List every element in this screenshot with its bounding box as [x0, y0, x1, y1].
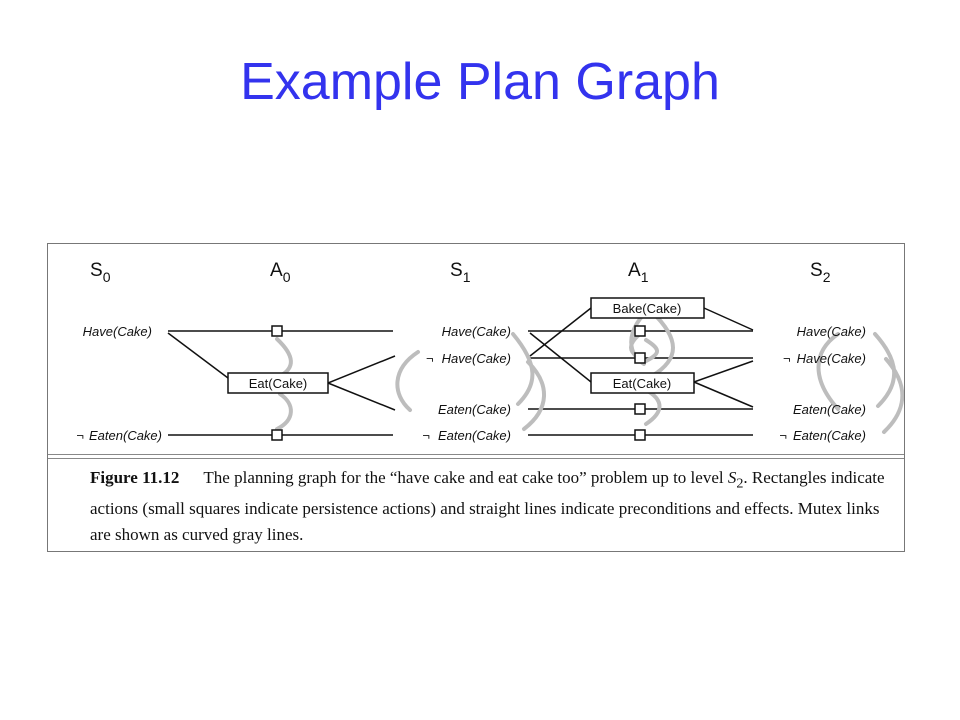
persistence-square [634, 403, 646, 415]
action-eat-a0: Eat(Cake) [227, 372, 329, 394]
literal-s1-have: Have(Cake) [442, 324, 511, 339]
action-label: Eat(Cake) [613, 376, 672, 391]
action-label: Bake(Cake) [613, 301, 682, 316]
literal-s2-have: Have(Cake) [797, 324, 866, 339]
literal-s2-not-eaten: ¬Eaten(Cake) [779, 428, 866, 443]
a0-edges [167, 330, 396, 436]
literal-s1-eaten: Eaten(Cake) [438, 402, 511, 417]
persistence-actions [271, 325, 646, 441]
caption-text: The planning graph for the “have cake an… [203, 468, 724, 487]
level-label-a1: A1 [628, 260, 649, 285]
literal-s1-not-eaten: ¬Eaten(Cake) [422, 428, 511, 443]
action-label: Eat(Cake) [249, 376, 308, 391]
action-eat-a1: Eat(Cake) [590, 372, 695, 394]
mutex-links [275, 310, 904, 434]
planning-graph: S0 A0 S1 A1 S2 [76, 260, 904, 443]
figure-frame: S0 A0 S1 A1 S2 [47, 243, 905, 552]
literal-s1-not-have: ¬Have(Cake) [426, 351, 511, 366]
level-label-a0: A0 [270, 260, 291, 285]
figure-caption: Figure 11.12 The planning graph for the “… [90, 465, 890, 548]
literal-s2-eaten: Eaten(Cake) [793, 402, 866, 417]
action-bake-a1: Bake(Cake) [590, 297, 705, 319]
persistence-square [271, 325, 283, 337]
literal-s0-have: Have(Cake) [83, 324, 152, 339]
caption-divider [48, 458, 904, 459]
literal-s2-not-have: ¬Have(Cake) [783, 351, 866, 366]
literal-s0-not-eaten: ¬Eaten(Cake) [76, 428, 162, 443]
level-label-s2: S2 [810, 260, 831, 285]
figure-number: Figure 11.12 [90, 468, 180, 487]
persistence-square [634, 429, 646, 441]
slide-title: Example Plan Graph [240, 53, 720, 111]
caption-level-sub: 2 [736, 475, 744, 492]
persistence-square [271, 429, 283, 441]
caption-level-symbol: S [727, 468, 737, 487]
persistence-square [634, 352, 646, 364]
a1-edges [528, 307, 754, 436]
caption-text: . Rectangles indicate actions (small squ… [90, 468, 885, 545]
persistence-square [634, 325, 646, 337]
level-label-s0: S0 [90, 260, 111, 285]
level-label-s1: S1 [450, 260, 471, 285]
caption-divider [48, 454, 904, 455]
